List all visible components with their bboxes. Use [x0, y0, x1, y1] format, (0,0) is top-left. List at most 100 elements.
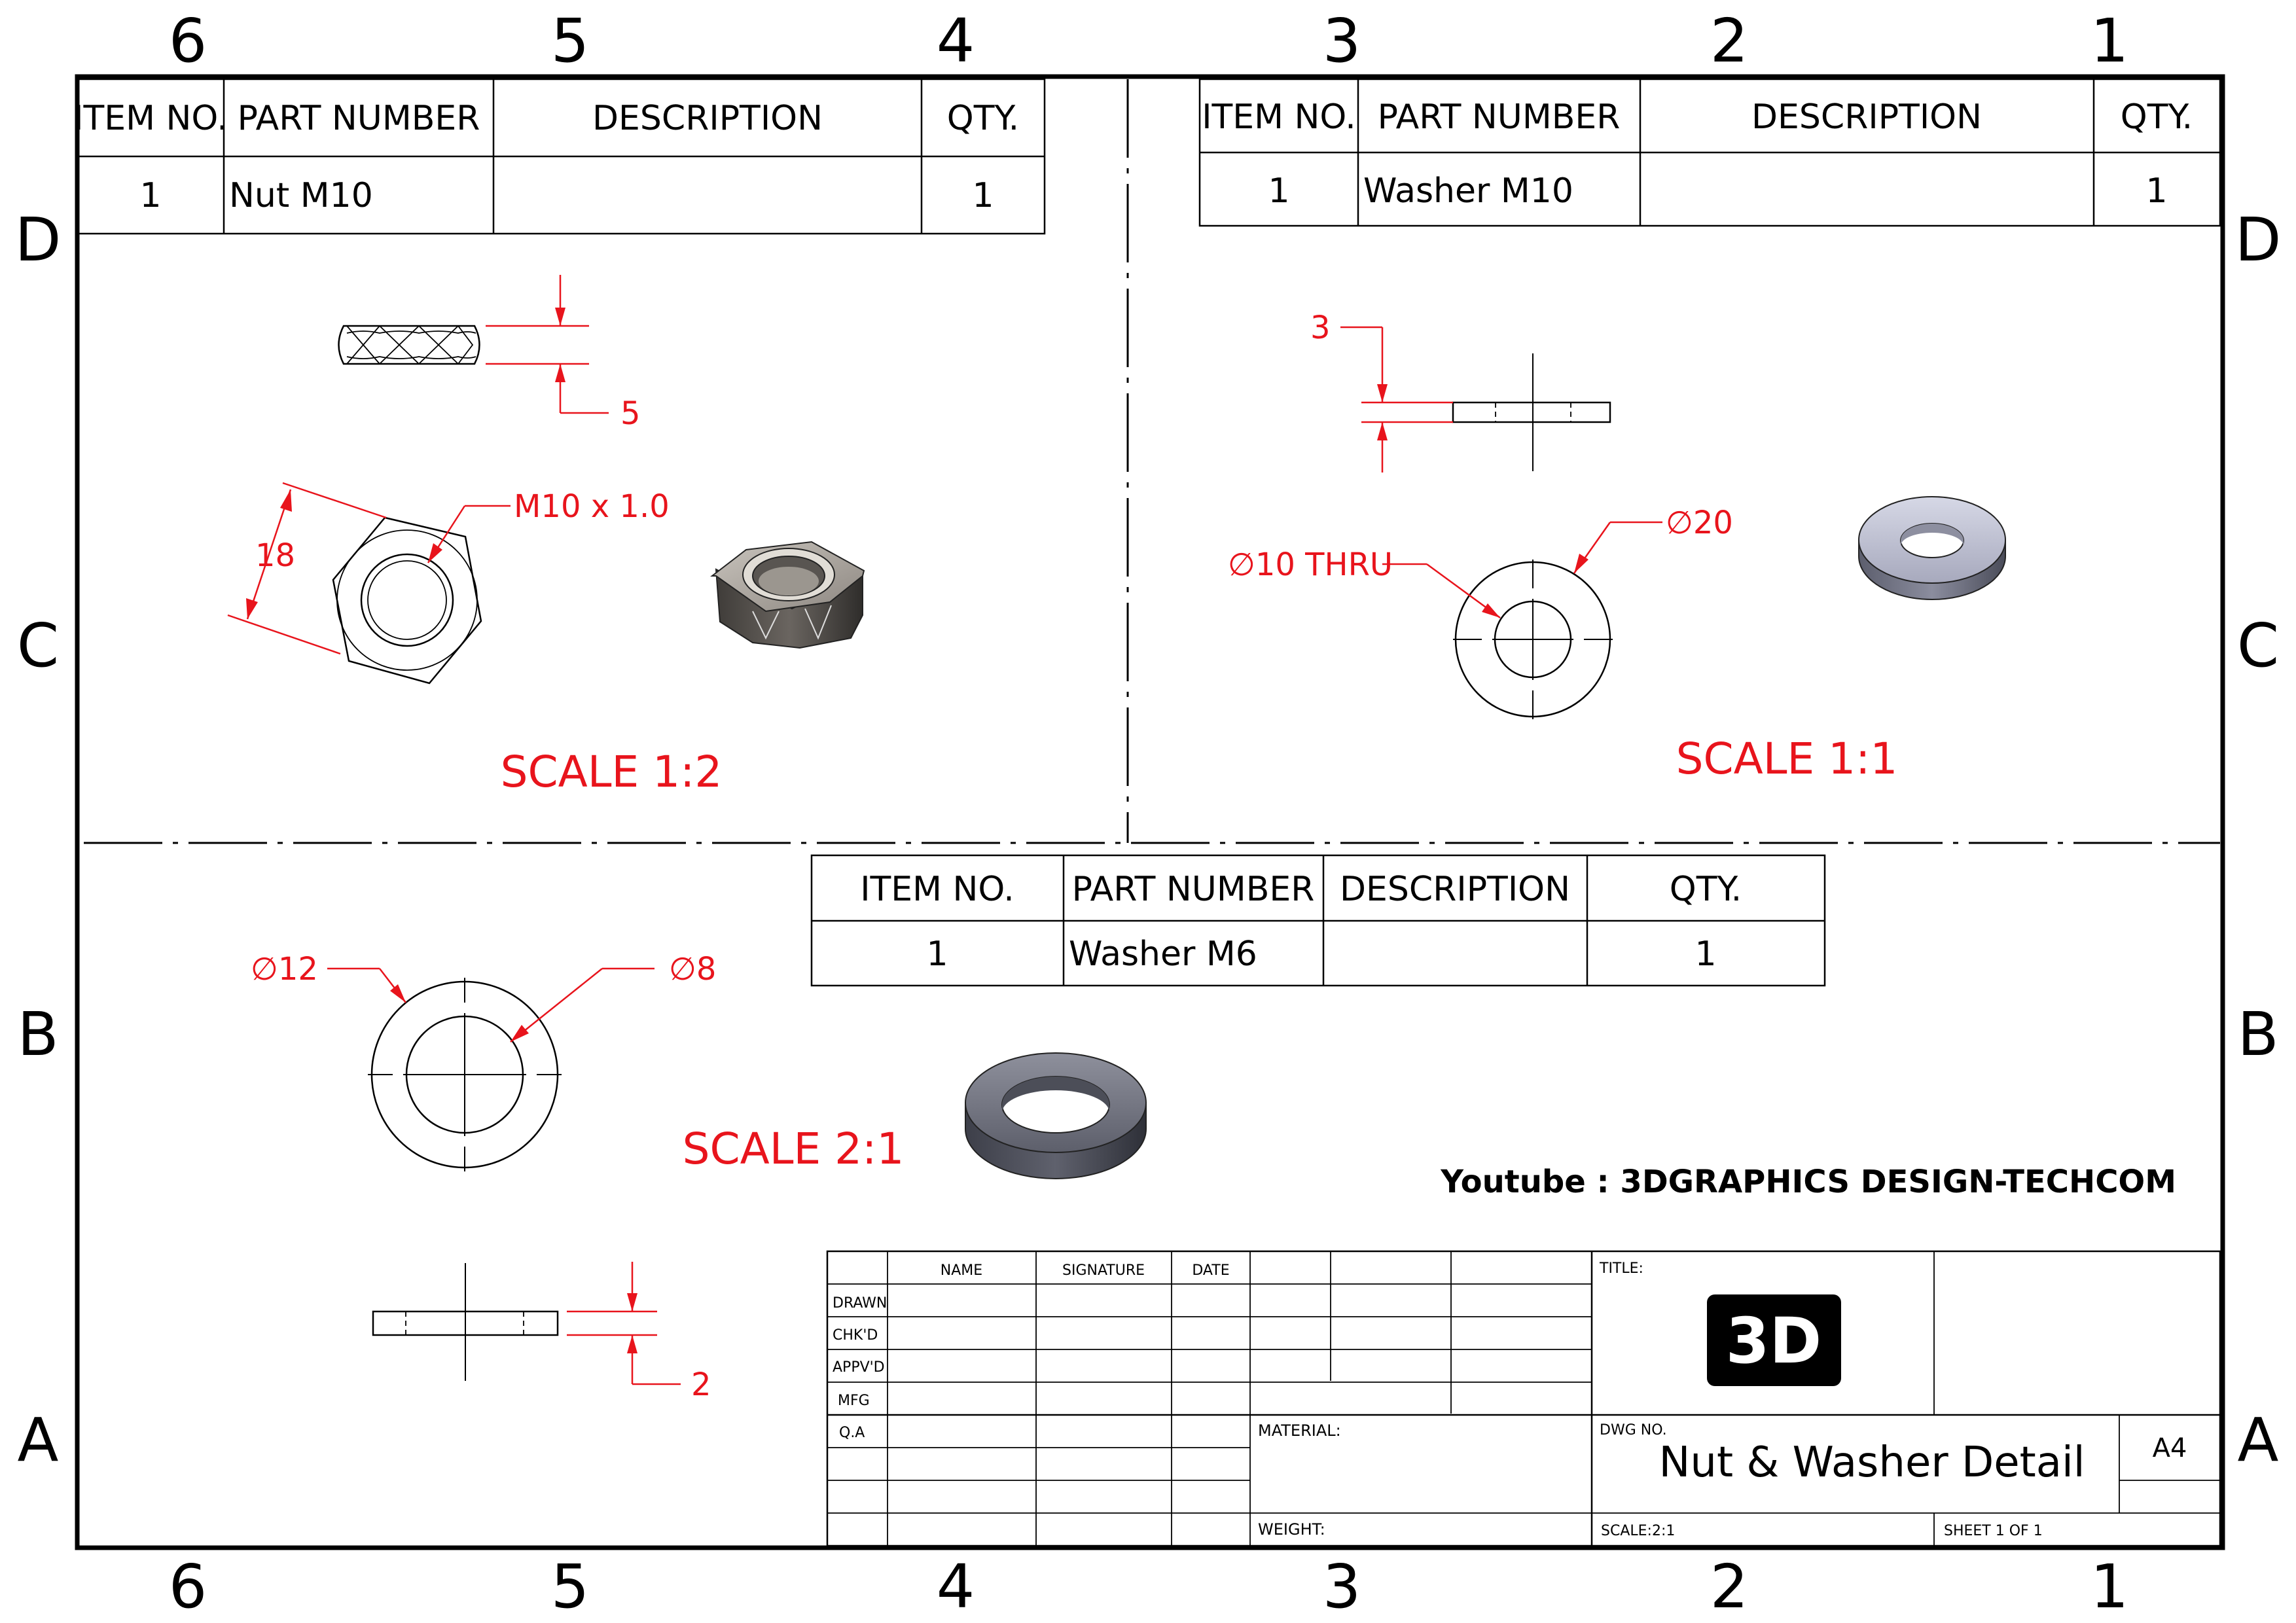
nut-scale-label: SCALE 1:2 [501, 747, 723, 797]
zone-row-b-right: B [2237, 999, 2278, 1069]
nut-3d-view [710, 541, 865, 649]
zone-row-a-left: A [18, 1405, 59, 1475]
bom-nut-header-qty: QTY. [947, 99, 1019, 138]
bom-nut-item: 1 [139, 176, 161, 215]
washer-m10-thickness-value: 3 [1310, 310, 1331, 346]
bom-m10-qty: 1 [2145, 171, 2167, 211]
zone-col-6-top: 6 [169, 6, 207, 76]
bom-m10-header-part: PART NUMBER [1378, 98, 1621, 137]
zone-col-2-top: 2 [1710, 6, 1749, 76]
washer-m6-thickness-dimension: 2 [567, 1262, 711, 1403]
bom-m6-header-description: DESCRIPTION [1340, 870, 1570, 909]
washer-m10-outer-callout: ∅20 [1573, 505, 1733, 574]
tb-header-signature: SIGNATURE [1062, 1262, 1145, 1279]
tb-scale-label: SCALE:2:1 [1601, 1523, 1675, 1539]
bom-nut-header-item: ITEM NO. [73, 99, 228, 138]
bom-table-washer-m6: ITEM NO. PART NUMBER DESCRIPTION QTY. 1 … [810, 854, 1826, 987]
tb-header-date: DATE [1192, 1262, 1229, 1279]
zone-row-a-right: A [2238, 1405, 2279, 1475]
nut-side-view [338, 325, 480, 365]
bom-nut-qty: 1 [972, 176, 994, 215]
zone-col-1-bottom: 1 [2090, 1552, 2129, 1622]
washer-m10-hole-callout-text: ∅10 THRU [1228, 546, 1393, 583]
zone-col-3-top: 3 [1323, 6, 1361, 76]
bom-table-washer-m10: ITEM NO. PART NUMBER DESCRIPTION QTY. 1 … [1198, 78, 2221, 227]
washer-m10-front-view [1453, 560, 1613, 719]
youtube-credit: Youtube : 3DGRAPHICS DESIGN-TECHCOM [1440, 1164, 2176, 1200]
tb-dwg-no-label: DWG NO. [1600, 1422, 1667, 1438]
nut-thickness-value: 5 [620, 395, 641, 432]
bom-nut-header-description: DESCRIPTION [592, 99, 823, 138]
washer-m6-3d-view [965, 1052, 1147, 1179]
zone-row-labels-left: D C B A [15, 205, 62, 1475]
bom-table-nut: ITEM NO. PART NUMBER DESCRIPTION QTY. 1 … [73, 78, 1046, 235]
bom-m10-item: 1 [1268, 171, 1289, 211]
brand-logo: 3D [1707, 1294, 1841, 1386]
zone-col-1-top: 1 [2090, 6, 2129, 76]
tb-dwg-no: Nut & Washer Detail [1659, 1438, 2085, 1487]
bom-nut-part: Nut M10 [229, 176, 373, 215]
sheet-border [75, 74, 2225, 1550]
tb-title-label: TITLE: [1599, 1260, 1643, 1277]
bom-m10-part: Washer M10 [1363, 171, 1573, 211]
washer-m10-scale-label: SCALE 1:1 [1676, 734, 1898, 784]
washer-m6-front-view [368, 978, 562, 1171]
bom-m6-item: 1 [926, 935, 948, 974]
washer-m10-side-view [1452, 353, 1611, 471]
zone-col-5-top: 5 [551, 6, 590, 76]
zone-row-d-right: D [2235, 205, 2282, 275]
title-block: NAME SIGNATURE DATE DRAWN CHK'D APPV'D M… [826, 1250, 2221, 1547]
tb-weight-label: WEIGHT: [1258, 1520, 1325, 1539]
bom-m10-header-description: DESCRIPTION [1751, 98, 1982, 137]
tb-row-qa: Q.A [839, 1425, 865, 1441]
tb-row-checked: CHK'D [833, 1327, 878, 1344]
brand-logo-text: 3D [1726, 1304, 1821, 1378]
zone-col-4-top: 4 [937, 6, 975, 76]
washer-m10-3d-view [1858, 496, 2006, 600]
bom-m6-part: Washer M6 [1069, 935, 1257, 974]
nut-thread-callout: M10 x 1.0 [427, 488, 670, 563]
washer-m6-side-view [372, 1263, 559, 1381]
zone-column-labels-bottom: 6 5 4 3 2 1 [169, 1552, 2129, 1622]
washer-m6-scale-label: SCALE 2:1 [683, 1124, 905, 1174]
zone-row-c-right: C [2237, 611, 2279, 681]
washer-m6-outer-callout: ∅12 [251, 951, 406, 1003]
bom-m6-qty: 1 [1695, 935, 1716, 974]
bom-m6-header-item: ITEM NO. [860, 870, 1014, 909]
nut-across-flats-value: 18 [255, 537, 295, 574]
washer-m6-thickness-value: 2 [691, 1366, 711, 1403]
washer-m10-thickness-dimension: 3 [1310, 310, 1453, 473]
tb-row-drawn: DRAWN [833, 1295, 887, 1311]
tb-material-label: MATERIAL: [1258, 1421, 1341, 1440]
nut-front-view [332, 516, 482, 685]
washer-m6-outer-callout-text: ∅12 [251, 951, 318, 988]
tb-row-approved: APPV'D [833, 1359, 885, 1376]
tb-paper-size: A4 [2153, 1433, 2187, 1463]
nut-thickness-dimension: 5 [486, 275, 641, 432]
tb-header-name: NAME [941, 1262, 982, 1279]
zone-col-2-bottom: 2 [1710, 1552, 1749, 1622]
zone-col-5-bottom: 5 [551, 1552, 590, 1622]
zone-col-4-bottom: 4 [937, 1552, 975, 1622]
washer-m10-outer-callout-text: ∅20 [1666, 505, 1733, 541]
zone-col-3-bottom: 3 [1323, 1552, 1361, 1622]
zone-row-d-left: D [15, 205, 62, 275]
zone-row-labels-right: D C B A [2235, 205, 2282, 1475]
nut-thread-callout-text: M10 x 1.0 [514, 488, 670, 525]
washer-m10-hole-callout: ∅10 THRU [1228, 546, 1501, 619]
bom-nut-header-part: PART NUMBER [238, 99, 480, 138]
washer-m6-inner-callout-text: ∅8 [669, 951, 716, 988]
tb-sheet-label: SHEET 1 OF 1 [1944, 1523, 2043, 1539]
bom-m10-header-qty: QTY. [2121, 98, 2193, 137]
zone-row-c-left: C [17, 611, 59, 681]
nut-across-flats-dimension: 18 [227, 482, 387, 655]
zone-column-labels-top: 6 5 4 3 2 1 [169, 6, 2129, 76]
bom-m6-header-qty: QTY. [1670, 870, 1742, 909]
tb-row-mfg: MFG [838, 1393, 870, 1409]
zone-row-b-left: B [17, 999, 58, 1069]
bom-m6-header-part: PART NUMBER [1072, 870, 1315, 909]
washer-m6-inner-callout: ∅8 [510, 951, 716, 1043]
bom-m10-header-item: ITEM NO. [1202, 98, 1356, 137]
zone-col-6-bottom: 6 [169, 1552, 207, 1622]
